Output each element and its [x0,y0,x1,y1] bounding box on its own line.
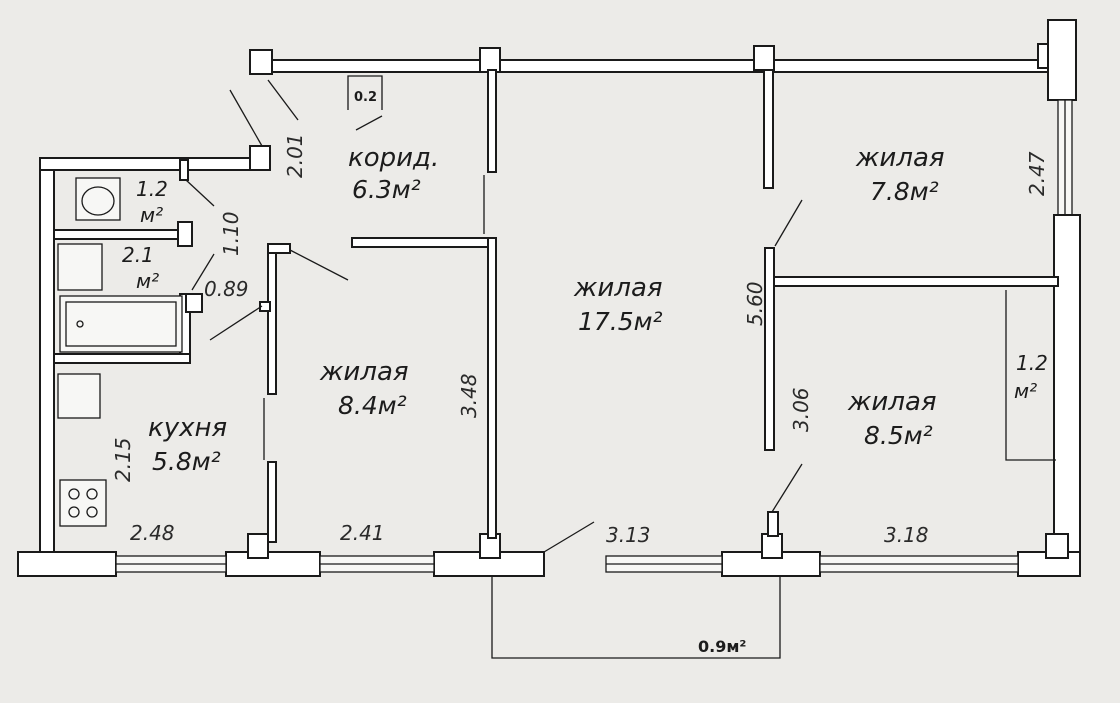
stove-burner [68,488,80,500]
left-wall [39,157,55,554]
partition [487,69,497,173]
dim-label: 3.48 [457,373,481,418]
bath-area-value: 2.1 [122,243,154,267]
partition [267,243,277,395]
wall-pier [249,145,271,171]
wall-pier [761,533,783,559]
niche-value: 0.2 [354,90,377,105]
dim-label: 2.15 [111,437,135,482]
door-swings [185,79,803,553]
partition [763,69,774,189]
dim-label: 5.60 [743,281,767,326]
living-bottom-right-name: жилая [847,387,937,417]
bottom-windows [115,555,1019,573]
fixtures [57,75,1056,659]
corridor-area: 6.3м² [352,175,421,204]
living-mid-area: 8.4м² [338,391,407,420]
partition [764,247,775,451]
living-large-area: 17.5м² [578,307,663,336]
room-labels: корид. 6.3м² жилая 17.5м² жилая 7.8м² жи… [122,90,1048,656]
wall-pier [753,45,775,71]
upper-left-wall [39,157,263,171]
balcony-outline [491,576,781,659]
partition [53,353,191,364]
partition [267,461,277,543]
wall-pier [247,533,269,559]
dim-label: 2.41 [340,521,385,545]
partition [177,221,193,247]
partition [487,237,497,539]
living-large-name: жилая [573,273,663,303]
tub-drain [76,320,84,328]
bottom-wall-segment [225,551,321,577]
dimension-labels: 2.01 1.10 0.89 2.15 2.48 2.41 3.48 5.60 … [111,133,1049,547]
corridor-name: корид. [348,143,439,173]
right-wall-lower [1053,214,1081,576]
dim-label: 3.13 [606,523,651,547]
partition [267,243,291,254]
partition [185,293,203,313]
toilet-bowl [81,186,115,216]
wall-pier [479,47,501,73]
wall-pier [767,511,779,537]
closet-outline [1005,290,1056,461]
sink [57,243,103,291]
dim-label: 2.01 [283,133,307,178]
kitchen-sink [57,373,101,419]
balcony-area: 0.9м² [698,637,746,656]
wc-area-unit: м² [140,203,163,227]
bathtub-inner [65,301,177,347]
wall-pier [249,49,273,75]
wall-pier [1045,533,1069,559]
right-wall-upper [1047,19,1077,101]
bath-area-unit: м² [136,269,159,293]
dim-label: 2.47 [1025,151,1049,196]
living-top-right-name: жилая [855,143,945,173]
partition [259,301,271,312]
living-mid-name: жилая [319,357,409,387]
partition [53,229,189,240]
top-wall [265,59,1053,73]
niche-outline [347,75,383,110]
partition [773,276,1059,287]
dim-label: 3.18 [884,523,929,547]
living-top-right-area: 7.8м² [870,177,939,206]
bottom-wall-segment [17,551,117,577]
wc-area-value: 1.2 [136,177,168,201]
living-bottom-right-area: 8.5м² [864,421,933,450]
partition [351,237,497,248]
dim-label: 2.48 [130,521,175,545]
kitchen-name: кухня [148,413,227,443]
closet-area-value: 1.2 [1016,351,1048,375]
bottom-wall-segment [1017,551,1081,577]
dim-label: 0.89 [204,277,249,301]
partition [179,159,189,181]
stove-burner [86,488,98,500]
stove-burner [68,506,80,518]
stove-burner [86,506,98,518]
stove [59,479,107,527]
kitchen-area: 5.8м² [152,447,221,476]
closet-area-unit: м² [1014,379,1037,403]
dim-label: 3.06 [789,387,813,432]
walls [17,19,1081,577]
dim-label: 1.10 [219,211,243,256]
